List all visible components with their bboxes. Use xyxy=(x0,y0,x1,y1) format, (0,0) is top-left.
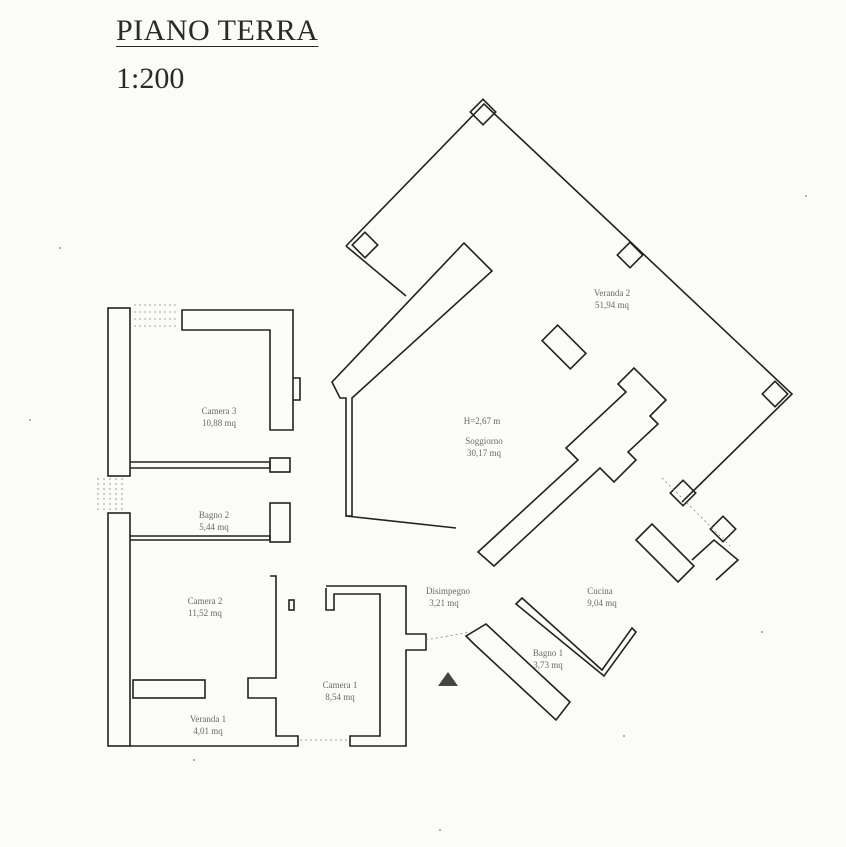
wall-veranda2-outer xyxy=(345,102,794,503)
entrance-marker-icon xyxy=(438,672,458,686)
plan-title: PIANO TERRA xyxy=(116,14,319,47)
rotated-wing-walls xyxy=(331,98,794,722)
label-camera1-area: 8,54 mq xyxy=(325,692,355,702)
column-3 xyxy=(616,241,644,269)
label-camera3-name: Camera 3 xyxy=(202,406,237,416)
wall-soggiorno-cucina xyxy=(476,366,668,568)
wall-cucina-corner xyxy=(691,538,740,581)
label-soggiorno-area: 30,17 mq xyxy=(467,448,502,458)
label-camera2-name: Camera 2 xyxy=(188,596,223,606)
wall-veranda2-left xyxy=(345,245,407,297)
label-veranda2-area: 51,94 mq xyxy=(595,300,630,310)
wall-partition-1 xyxy=(130,461,271,469)
wall-camera3-top xyxy=(181,309,294,431)
wall-veranda1-partition xyxy=(132,679,206,699)
center-walls xyxy=(300,585,427,747)
label-cucina-area: 9,04 mq xyxy=(587,598,617,608)
wall-camera2-right xyxy=(130,575,299,747)
wall-soggiorno-left xyxy=(331,241,494,517)
wall-stub-1 xyxy=(269,457,291,473)
wall-camera1 xyxy=(325,585,427,747)
wall-camera3-jamb xyxy=(293,377,301,401)
stair-treads-top xyxy=(134,304,178,327)
wall-camera2-jamb xyxy=(288,599,295,611)
stair-treads-left xyxy=(97,478,123,510)
label-veranda1-area: 4,01 mq xyxy=(193,726,223,736)
label-disimpegno-area: 3,21 mq xyxy=(429,598,459,608)
wall-left-lower xyxy=(107,512,131,747)
central-block xyxy=(540,323,588,371)
room-labels: Camera 3 10,88 mq Bagno 2 5,44 mq Camera… xyxy=(188,288,630,736)
column-4 xyxy=(761,380,789,408)
label-veranda1-name: Veranda 1 xyxy=(190,714,226,724)
wall-cucina-right xyxy=(634,522,696,584)
wall-cucina-bottom xyxy=(514,596,638,678)
column-5 xyxy=(669,479,697,507)
dash-veranda2 xyxy=(661,477,731,547)
label-cucina-name: Cucina xyxy=(587,586,613,596)
door-disimpegno xyxy=(425,631,471,641)
left-wing-walls xyxy=(97,304,301,747)
label-camera1-name: Camera 1 xyxy=(323,680,358,690)
label-bagno1-area: 3,73 mq xyxy=(533,660,563,670)
wall-left-upper xyxy=(107,307,131,477)
label-disimpegno-name: Disimpegno xyxy=(426,586,470,596)
paper-specks xyxy=(29,195,807,831)
label-bagno2-name: Bagno 2 xyxy=(199,510,229,520)
label-camera3-area: 10,88 mq xyxy=(202,418,237,428)
wall-partition-2 xyxy=(130,535,271,541)
wall-bagno1 xyxy=(464,623,572,722)
label-bagno1-name: Bagno 1 xyxy=(533,648,563,658)
column-2 xyxy=(351,231,379,259)
wall-soggiorno-bottom xyxy=(345,515,457,529)
label-veranda2-name: Veranda 2 xyxy=(594,288,630,298)
label-soggiorno-name: Soggiorno xyxy=(465,436,503,446)
wall-stub-2 xyxy=(269,502,291,543)
label-height: H=2,67 m xyxy=(464,416,501,426)
label-camera2-area: 11,52 mq xyxy=(188,608,222,618)
column-6 xyxy=(709,515,737,543)
column-1 xyxy=(469,98,497,126)
plan-scale: 1:200 xyxy=(116,62,185,95)
label-bagno2-area: 5,44 mq xyxy=(199,522,229,532)
